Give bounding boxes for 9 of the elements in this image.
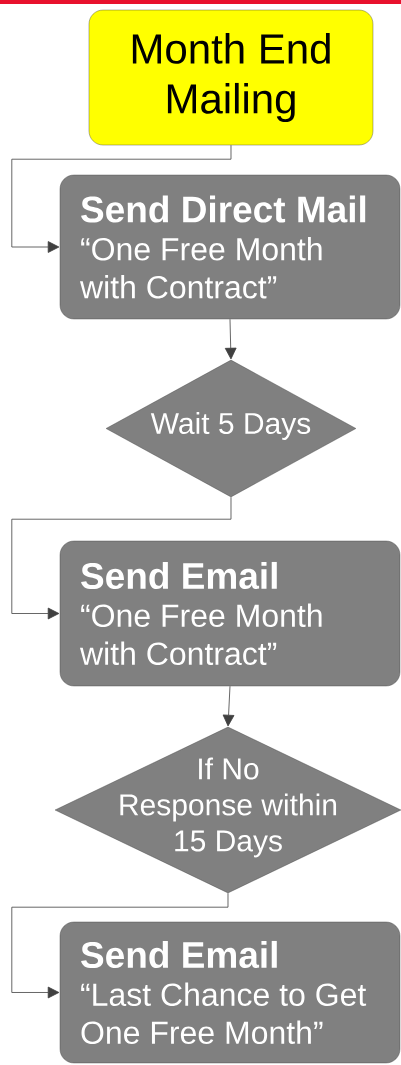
arrow (222, 685, 235, 727)
arrow (11, 144, 232, 253)
process-box: Send Direct Mail “One Free Month with Contract” (59, 174, 401, 320)
arrow (11, 892, 229, 999)
arrow (224, 318, 237, 360)
arrow (11, 496, 232, 620)
process-box: Send Email “Last Chance to Get One Free Month” (59, 921, 401, 1064)
start-box: Month End Mailing (88, 9, 374, 146)
process-box: Send Email “One Free Month with Contract” (59, 540, 401, 687)
